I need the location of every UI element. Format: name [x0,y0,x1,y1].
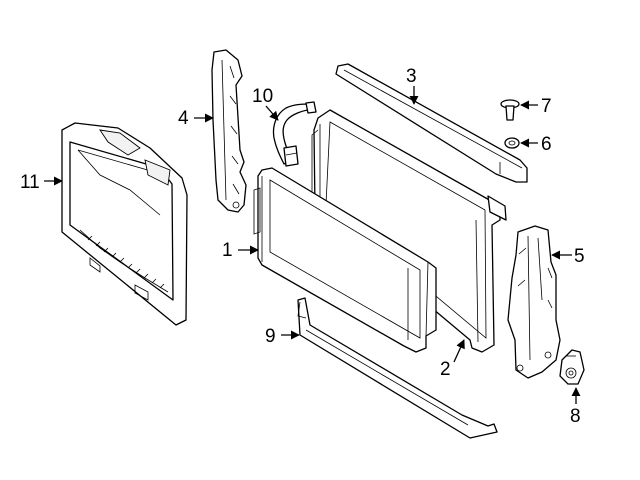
callout-3: 3 [406,66,419,105]
callout-7: 7 [520,96,552,117]
callout-number: 6 [541,134,552,155]
callout-number: 11 [20,172,40,193]
part-bolt[interactable] [500,99,520,121]
part-radiator[interactable] [311,109,507,353]
callout-4: 4 [178,108,214,129]
callout-number: 3 [406,66,417,87]
callout-9: 9 [265,326,300,347]
callout-11: 11 [20,172,63,193]
callout-number: 5 [574,246,585,267]
callout-number: 7 [541,96,552,117]
callout-number: 1 [222,240,233,261]
part-upper-support[interactable] [335,63,528,183]
callout-number: 4 [178,108,189,129]
callout-5: 5 [551,246,585,267]
callout-number: 10 [252,86,273,107]
callout-10: 10 [252,86,279,121]
part-left-air-seal[interactable] [211,49,247,213]
part-grommet[interactable] [504,137,520,149]
part-lower-support[interactable] [297,297,498,439]
part-fan-shroud[interactable] [61,122,188,326]
part-condenser[interactable] [253,167,437,353]
callout-8: 8 [570,387,581,427]
callout-number: 8 [570,406,581,427]
callout-1: 1 [222,240,259,261]
part-right-air-seal[interactable] [507,225,561,379]
part-mount-bushing[interactable] [559,349,585,385]
callout-number: 2 [440,359,451,380]
callout-number: 9 [265,326,276,347]
callout-6: 6 [520,134,552,155]
part-coolant-hose[interactable] [272,101,317,167]
callout-2: 2 [440,339,465,380]
